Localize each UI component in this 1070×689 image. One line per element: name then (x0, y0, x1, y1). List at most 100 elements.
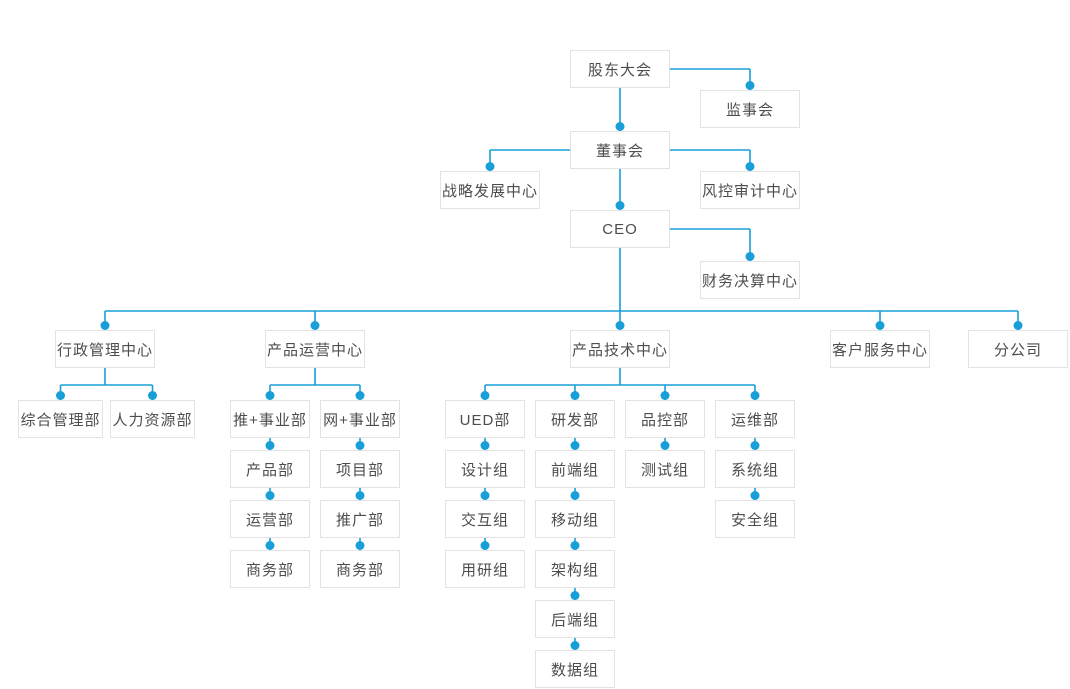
org-node-label: 财务决算中心 (701, 272, 798, 290)
connector-dot (570, 391, 580, 400)
connector-dot (310, 321, 320, 330)
org-node-ued: UED部 (445, 400, 525, 438)
org-node-label: 运营部 (245, 511, 294, 529)
org-node-label: 安全组 (730, 511, 779, 529)
org-node-qc: 品控部 (625, 400, 705, 438)
org-node-label: 后端组 (550, 611, 599, 629)
org-node-label: 风控审计中心 (701, 182, 798, 200)
org-node-project: 项目部 (320, 450, 400, 488)
org-node-label: 设计组 (460, 461, 509, 479)
org-node-label: 网+事业部 (323, 411, 397, 429)
org-node-interaction: 交互组 (445, 500, 525, 538)
org-node-rd: 研发部 (535, 400, 615, 438)
org-node-label: 前端组 (550, 461, 599, 479)
org-node-risk: 风控审计中心 (700, 171, 800, 209)
org-node-test: 测试组 (625, 450, 705, 488)
org-node-label: 产品部 (245, 461, 294, 479)
org-node-label: 客户服务中心 (831, 341, 928, 359)
connector-dot (265, 491, 275, 500)
org-node-general: 综合管理部 (18, 400, 103, 438)
org-node-board: 董事会 (570, 131, 670, 169)
org-node-ops: 产品运营中心 (265, 330, 365, 368)
connector-dot (265, 541, 275, 550)
org-node-om: 运维部 (715, 400, 795, 438)
connector-dot (615, 201, 625, 210)
org-node-label: 用研组 (460, 561, 509, 579)
org-node-label: 系统组 (730, 461, 779, 479)
org-node-business1: 商务部 (230, 550, 310, 588)
connector-dot (615, 122, 625, 131)
connector-dot (570, 491, 580, 500)
org-node-service: 客户服务中心 (830, 330, 930, 368)
org-node-tui: 推+事业部 (230, 400, 310, 438)
org-node-label: 董事会 (595, 142, 644, 160)
org-node-frontend: 前端组 (535, 450, 615, 488)
connector-dot (265, 391, 275, 400)
connector-dot (355, 441, 365, 450)
org-node-label: 数据组 (550, 661, 599, 679)
connector-dot (660, 391, 670, 400)
org-node-promotion: 推广部 (320, 500, 400, 538)
org-node-label: 人力资源部 (112, 411, 193, 429)
org-node-supervisory: 监事会 (700, 90, 800, 128)
org-node-label: 监事会 (725, 101, 774, 119)
org-node-label: 产品技术中心 (571, 341, 668, 359)
connector-dot (745, 252, 755, 261)
org-node-finance: 财务决算中心 (700, 261, 800, 299)
org-node-business2: 商务部 (320, 550, 400, 588)
org-node-label: 战略发展中心 (441, 182, 538, 200)
connector-dot (570, 541, 580, 550)
connector-dot (750, 441, 760, 450)
org-node-label: 商务部 (335, 561, 384, 579)
org-node-backend: 后端组 (535, 600, 615, 638)
org-node-label: 交互组 (460, 511, 509, 529)
connector-dot (480, 541, 490, 550)
org-node-label: 测试组 (640, 461, 689, 479)
connector-dot (148, 391, 157, 400)
org-node-product: 产品部 (230, 450, 310, 488)
connector-dot (570, 641, 580, 650)
connector-dot (745, 81, 755, 90)
org-node-label: 行政管理中心 (56, 341, 153, 359)
org-node-label: 分公司 (993, 341, 1042, 359)
connector-dot (355, 541, 365, 550)
org-node-label: 推广部 (335, 511, 384, 529)
org-node-design: 设计组 (445, 450, 525, 488)
org-node-label: 运维部 (730, 411, 779, 429)
org-node-label: 架构组 (550, 561, 599, 579)
connector-dot (265, 441, 275, 450)
connector-dot (660, 441, 670, 450)
org-node-label: 移动组 (550, 511, 599, 529)
org-node-ceo: CEO (570, 210, 670, 248)
org-node-research: 用研组 (445, 550, 525, 588)
org-node-label: 推+事业部 (233, 411, 307, 429)
connector-dot (355, 391, 365, 400)
org-node-hr: 人力资源部 (110, 400, 195, 438)
org-node-label: 股东大会 (587, 61, 652, 79)
org-node-label: CEO (602, 220, 638, 238)
connector-dot (100, 321, 110, 330)
connector-dot (570, 441, 580, 450)
org-node-wang: 网+事业部 (320, 400, 400, 438)
connector-dot (480, 491, 490, 500)
connector-dot (485, 162, 495, 171)
org-node-arch: 架构组 (535, 550, 615, 588)
org-node-label: 品控部 (640, 411, 689, 429)
org-node-label: 综合管理部 (20, 411, 101, 429)
connector-dot (480, 391, 490, 400)
org-node-admin: 行政管理中心 (55, 330, 155, 368)
connector-dot (355, 491, 365, 500)
connector-dot (615, 321, 625, 330)
org-node-label: 项目部 (335, 461, 384, 479)
org-node-label: 研发部 (550, 411, 599, 429)
org-node-tech: 产品技术中心 (570, 330, 670, 368)
connector-dot (750, 391, 760, 400)
connector-dot (56, 391, 65, 400)
org-node-label: 产品运营中心 (266, 341, 363, 359)
org-node-branch: 分公司 (968, 330, 1068, 368)
org-node-security: 安全组 (715, 500, 795, 538)
connector-dot (875, 321, 885, 330)
org-node-label: UED部 (459, 411, 511, 429)
